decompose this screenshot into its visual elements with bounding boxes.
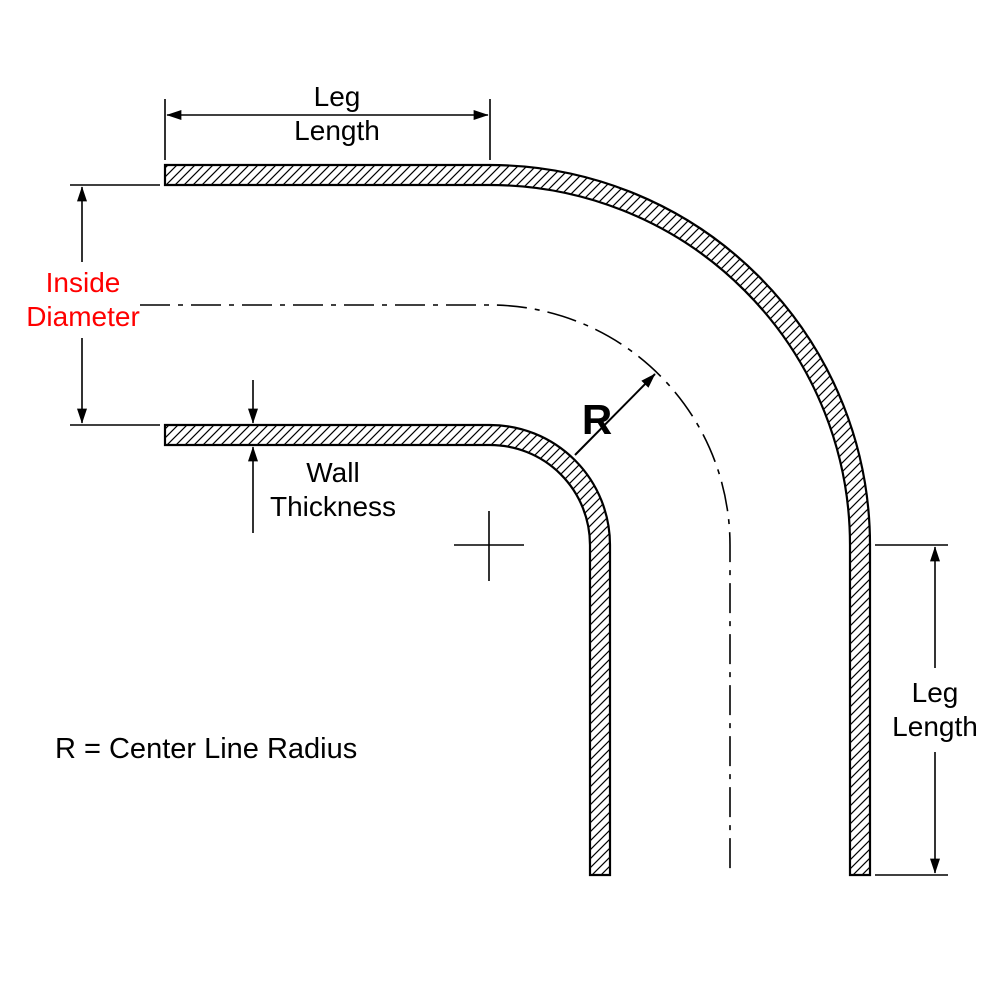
leg-length-top-line2: Length [294, 115, 380, 146]
leg-length-top-line1: Leg [313, 81, 361, 112]
wall-thickness-line1: Wall [306, 457, 360, 488]
pipe-inner-wall [163, 423, 612, 877]
pipe-outer-wall [163, 163, 872, 877]
radius-arrow [574, 373, 656, 456]
leg-length-right-line1: Leg [911, 677, 959, 708]
radius-symbol-label: R [581, 396, 613, 443]
dimension-inside-diameter [70, 184, 160, 426]
inside-diameter-line1: Inside [45, 267, 121, 298]
dimension-leg-length-top [164, 99, 491, 160]
dimension-leg-length-right [875, 544, 948, 876]
wall-thickness-label: Wall Thickness [270, 456, 396, 524]
leg-length-top-label: Leg Length [294, 80, 380, 148]
pipe-walls [163, 163, 872, 877]
centerline-radius-formula: R = Center Line Radius [55, 733, 358, 765]
bend-center-cross [454, 511, 524, 581]
inside-diameter-line2: Diameter [26, 301, 140, 332]
leg-length-right-line2: Length [892, 711, 978, 742]
inside-diameter-label: Inside Diameter [26, 266, 140, 334]
wall-thickness-line2: Thickness [269, 491, 397, 522]
centerline [140, 304, 731, 870]
leg-length-right-label: Leg Length [892, 676, 978, 744]
